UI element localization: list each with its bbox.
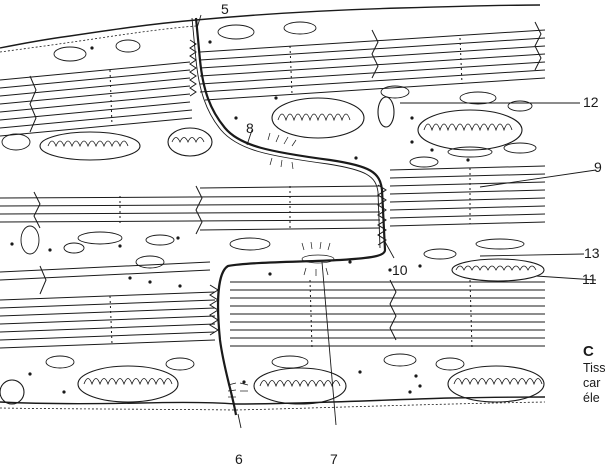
label-13: 13 bbox=[584, 246, 600, 260]
label-6: 6 bbox=[235, 452, 243, 466]
label-10: 10 bbox=[392, 263, 408, 277]
mitochondria bbox=[0, 97, 544, 404]
myofibril-bundle-upper-right bbox=[200, 22, 545, 100]
label-9: 9 bbox=[594, 160, 602, 174]
panel-letter: C bbox=[583, 343, 594, 360]
myofibril-bundle-lower-left bbox=[0, 262, 215, 348]
desmosome-7 bbox=[302, 242, 334, 276]
glycogen-granules bbox=[10, 40, 469, 393]
label-12: 12 bbox=[583, 95, 599, 109]
myofibril-bundle-upper-left bbox=[0, 62, 192, 136]
myofibril-bundle-lower-right bbox=[230, 280, 545, 348]
reticulum-vesicles bbox=[2, 22, 536, 370]
label-11: 11 bbox=[582, 272, 597, 286]
label-7: 7 bbox=[330, 452, 338, 466]
label-5: 5 bbox=[221, 2, 229, 16]
myofibril-bundle-middle bbox=[0, 166, 545, 234]
top-sarcolemma-inner bbox=[0, 26, 196, 52]
caption-line-3: éle bbox=[583, 391, 600, 405]
label-8: 8 bbox=[246, 121, 254, 135]
caption-line-1: Tiss bbox=[583, 361, 605, 375]
caption-line-2: car bbox=[583, 376, 600, 390]
intercalated-disc-edge bbox=[192, 18, 380, 248]
top-sarcolemma bbox=[0, 5, 540, 48]
